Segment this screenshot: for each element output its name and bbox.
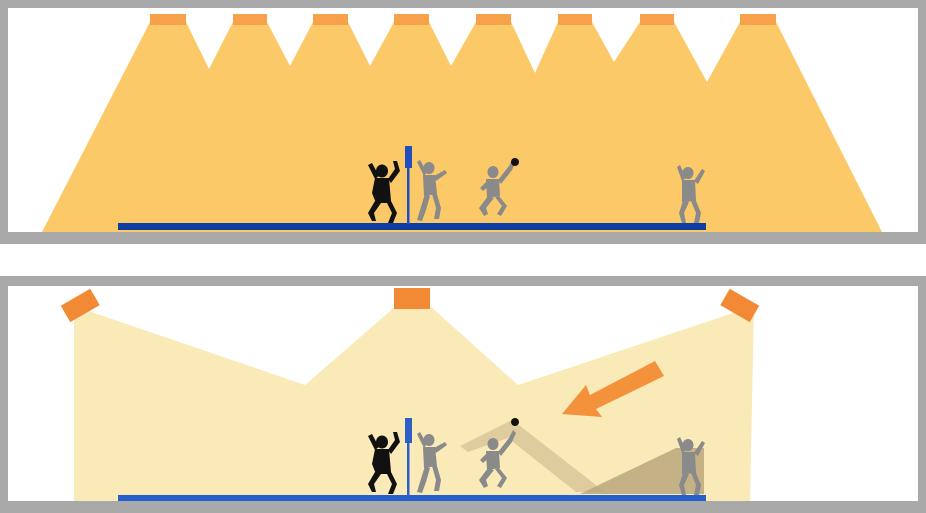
net-post-icon	[405, 418, 412, 443]
bottom-panel	[0, 276, 926, 513]
court-floor-line	[118, 223, 706, 230]
top-light-cones	[42, 22, 882, 232]
ceiling-luminaire-icon	[394, 14, 429, 25]
ceiling-luminaire-icon	[558, 14, 592, 25]
ceiling-luminaire-icon	[233, 14, 267, 25]
ceiling-luminaire-icon	[640, 14, 674, 25]
volleyball-icon	[511, 158, 519, 166]
ceiling-luminaire-icon	[394, 288, 430, 309]
net-pole	[407, 441, 410, 496]
ceiling-luminaire-icon	[313, 14, 348, 25]
net-post-icon	[405, 146, 412, 168]
volleyball-icon	[511, 418, 519, 426]
ceiling-luminaire-icon	[740, 14, 776, 25]
ceiling-luminaire-icon	[150, 14, 186, 25]
net-pole	[407, 166, 410, 224]
ceiling-luminaire-icon	[476, 14, 511, 25]
top-panel	[0, 0, 926, 244]
court-floor-line	[118, 495, 706, 501]
